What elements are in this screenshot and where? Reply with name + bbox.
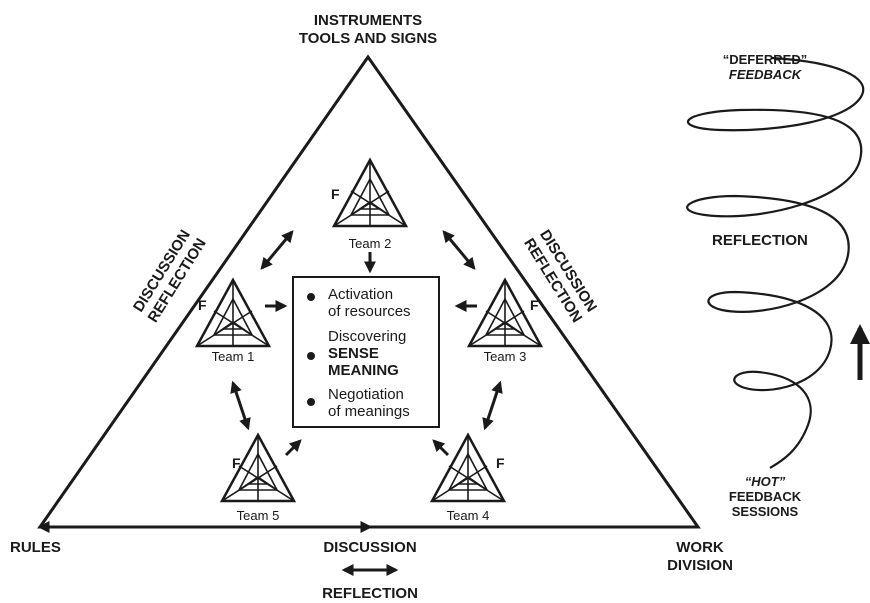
team4-label: Team 4 bbox=[446, 508, 490, 523]
team3-label: Team 3 bbox=[483, 349, 527, 364]
bullet-icon bbox=[307, 398, 315, 406]
rules-label: RULES bbox=[10, 539, 61, 556]
spiral-icon bbox=[686, 56, 865, 469]
deferred-line2: FEEDBACK bbox=[728, 67, 802, 82]
sense-meaning-line2: SENSE bbox=[328, 345, 379, 362]
hot-feedback-label: “HOT” FEEDBACK SESSIONS bbox=[720, 474, 810, 519]
hot-line2: FEEDBACK bbox=[728, 489, 802, 504]
double-arrow-icon bbox=[442, 230, 476, 270]
bottom-discussion-label: DISCUSSION bbox=[323, 539, 417, 556]
bullet-icon bbox=[307, 293, 315, 301]
top-corner-label: INSTRUMENTS TOOLS AND SIGNS bbox=[293, 12, 443, 48]
center-box: Activation of resources Discovering SENS… bbox=[292, 276, 440, 428]
negotiation-line2: of meanings bbox=[328, 403, 410, 420]
team4-f-marker: F bbox=[496, 455, 505, 471]
team3-f-marker: F bbox=[530, 297, 539, 313]
sense-meaning-line3: MEANING bbox=[328, 362, 399, 379]
team5-triangle-icon bbox=[219, 432, 297, 503]
top-corner-line2: TOOLS AND SIGNS bbox=[298, 30, 438, 47]
team5-label: Team 5 bbox=[236, 508, 280, 523]
team4-triangle-icon bbox=[429, 432, 507, 503]
team3-triangle-icon bbox=[466, 277, 544, 348]
work-division-line1: WORK bbox=[676, 539, 724, 556]
double-arrow-icon bbox=[482, 380, 503, 431]
negotiation-line1: Negotiation bbox=[328, 386, 404, 403]
activation-item: Activation of resources bbox=[307, 286, 411, 320]
team2-label: Team 2 bbox=[348, 236, 392, 251]
team2-f-marker: F bbox=[331, 186, 340, 202]
top-corner-line1: INSTRUMENTS bbox=[313, 12, 423, 29]
work-division-label: WORK DIVISION bbox=[660, 539, 740, 575]
arrow-icon bbox=[284, 439, 302, 457]
activation-line1: Activation bbox=[328, 286, 394, 303]
activation-line2: of resources bbox=[328, 303, 411, 320]
double-arrow-icon bbox=[260, 230, 294, 270]
bottom-reflection-label: REFLECTION bbox=[322, 585, 418, 602]
team5-f-marker: F bbox=[232, 455, 241, 471]
team1-label: Team 1 bbox=[211, 349, 255, 364]
sense-meaning-item: Discovering SENSE MEANING bbox=[307, 328, 407, 379]
double-arrow-icon bbox=[230, 380, 251, 431]
team1-f-marker: F bbox=[198, 297, 207, 313]
hot-line3: SESSIONS bbox=[731, 504, 799, 519]
spiral-reflection-label: REFLECTION bbox=[712, 232, 808, 249]
team2-triangle-icon bbox=[331, 157, 409, 228]
hot-line1: “HOT” bbox=[744, 474, 786, 489]
team-triangle-icon bbox=[194, 157, 544, 503]
deferred-feedback-label: “DEFERRED” FEEDBACK bbox=[715, 52, 815, 82]
deferred-line1: “DEFERRED” bbox=[722, 52, 808, 67]
sense-meaning-line1: Discovering bbox=[328, 328, 407, 345]
team1-triangle-icon bbox=[194, 277, 272, 348]
arrow-icon bbox=[432, 439, 450, 457]
work-division-line2: DIVISION bbox=[667, 557, 733, 574]
negotiation-item: Negotiation of meanings bbox=[307, 386, 410, 420]
bullet-icon bbox=[307, 352, 315, 360]
